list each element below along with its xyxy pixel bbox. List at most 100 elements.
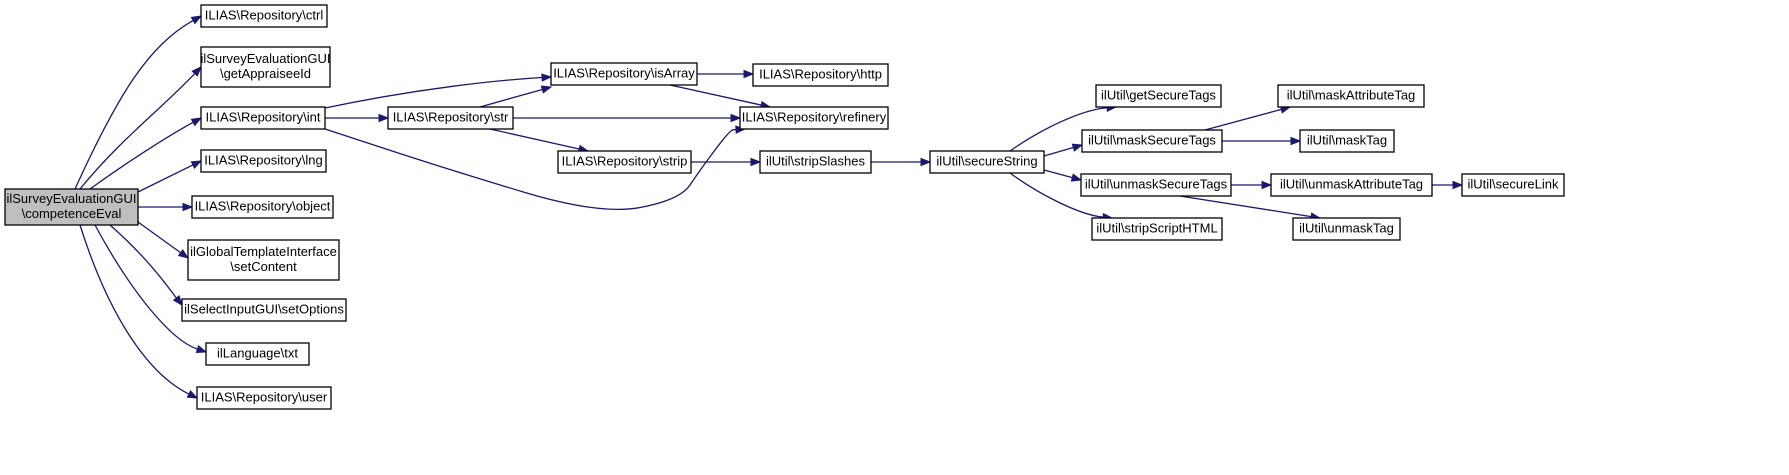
arrowhead-icon — [186, 390, 199, 399]
node-box — [557, 150, 692, 174]
node-box — [550, 62, 698, 86]
arrowhead-icon — [190, 160, 203, 169]
node-secureLink[interactable]: ilUtil\secureLink — [1461, 173, 1565, 197]
node-root[interactable]: ilSurveyEvaluationGUI\competenceEval — [4, 188, 139, 226]
node-box — [752, 63, 889, 87]
node-box — [929, 150, 1045, 174]
node-box — [196, 386, 332, 410]
edge-str-to-isArray — [479, 85, 553, 108]
node-unmaskTag[interactable]: ilUtil\unmaskTag — [1292, 217, 1401, 241]
node-getAppraisee[interactable]: ilSurveyEvaluationGUI\getAppraiseeId — [200, 46, 331, 88]
arrowhead-icon — [191, 66, 202, 77]
edge-stripSlashes-to-secureString — [871, 157, 932, 167]
node-label: ilUtil\unmaskSecureTags — [1085, 177, 1228, 192]
edge-root-to-user — [79, 224, 199, 399]
node-getSecureTags[interactable]: ilUtil\getSecureTags — [1095, 84, 1222, 108]
node-label: ILIAS\Repository\int — [206, 110, 321, 125]
edge-root-to-getAppraisee — [79, 66, 202, 190]
node-unmaskSecureTags[interactable]: ilUtil\unmaskSecureTags — [1080, 173, 1232, 197]
node-box — [1081, 129, 1223, 153]
node-box — [1461, 173, 1565, 197]
edge-isArray-to-refinery — [669, 84, 772, 110]
edge-root-to-ctrl — [74, 15, 203, 190]
node-setOptions[interactable]: ilSelectInputGUI\setOptions — [181, 298, 347, 322]
node-strip[interactable]: ILIAS\Repository\strip — [557, 150, 692, 174]
node-label: ilGlobalTemplateInterface — [190, 244, 337, 259]
edge-unmaskSecureTags-to-unmaskAttributeTag — [1231, 180, 1273, 190]
node-box — [1080, 173, 1232, 197]
arrowhead-icon — [750, 157, 762, 167]
edge-unmaskSecureTags-to-unmaskTag — [1179, 195, 1322, 221]
arrowhead-icon — [182, 202, 194, 212]
node-box — [739, 106, 889, 130]
arrowhead-icon — [1070, 173, 1083, 182]
node-label: ilUtil\maskSecureTags — [1088, 133, 1216, 148]
arrowhead-icon — [743, 69, 755, 79]
node-label: ilUtil\maskTag — [1307, 133, 1387, 148]
arrowhead-icon — [1452, 180, 1464, 190]
node-setContent[interactable]: ilGlobalTemplateInterface\setContent — [187, 239, 340, 281]
arrowhead-icon — [540, 85, 553, 94]
node-box — [759, 150, 872, 174]
arrowhead-icon — [177, 249, 190, 259]
edge-strip-to-stripSlashes — [691, 157, 762, 167]
edge-root-to-setContent — [137, 221, 190, 259]
node-refinery[interactable]: ILIAS\Repository\refinery — [739, 106, 889, 130]
node-stripSlashes[interactable]: ilUtil\stripSlashes — [759, 150, 872, 174]
node-label: \setContent — [230, 259, 297, 274]
node-box — [181, 298, 347, 322]
arrowhead-icon — [1071, 143, 1084, 152]
node-ctrl[interactable]: ILIAS\Repository\ctrl — [200, 4, 328, 28]
nodes-layer: ilSurveyEvaluationGUI\competenceEvalILIA… — [4, 4, 1565, 410]
edge-maskSecureTags-to-maskTag — [1222, 136, 1302, 146]
node-label: ILIAS\Repository\strip — [562, 154, 688, 169]
node-maskTag[interactable]: ilUtil\maskTag — [1299, 129, 1395, 153]
node-maskSecureTags[interactable]: ilUtil\maskSecureTags — [1081, 129, 1223, 153]
node-box — [205, 342, 310, 366]
edge-root-to-setOptions — [109, 224, 183, 307]
edge-root-to-lng — [137, 160, 203, 193]
node-label: \getAppraiseeId — [220, 66, 311, 81]
node-label: ILIAS\Repository\object — [195, 199, 331, 214]
edge-str-to-refinery — [513, 113, 742, 123]
node-unmaskAttributeTag[interactable]: ilUtil\unmaskAttributeTag — [1270, 173, 1433, 197]
node-label: ilUtil\maskAttributeTag — [1287, 88, 1416, 103]
arrowhead-icon — [730, 113, 742, 123]
node-http[interactable]: ILIAS\Repository\http — [752, 63, 889, 87]
edge-isArray-to-http — [697, 69, 755, 79]
node-box — [191, 195, 334, 219]
node-txt[interactable]: ilLanguage\txt — [205, 342, 310, 366]
node-object[interactable]: ILIAS\Repository\object — [191, 195, 334, 219]
node-label: ILIAS\Repository\str — [393, 110, 509, 125]
node-stripScriptHTML[interactable]: ilUtil\stripScriptHTML — [1091, 217, 1223, 241]
node-maskAttributeTag[interactable]: ilUtil\maskAttributeTag — [1277, 84, 1425, 108]
node-label: ilUtil\unmaskAttributeTag — [1280, 177, 1423, 192]
node-box — [1091, 217, 1223, 241]
node-str[interactable]: ILIAS\Repository\str — [387, 106, 514, 130]
edge-secureString-to-unmaskSecureTags — [1043, 169, 1083, 182]
node-box — [200, 106, 326, 130]
node-label: ilSelectInputGUI\setOptions — [184, 302, 344, 317]
node-label: ILIAS\Repository\refinery — [742, 110, 887, 125]
node-label: ILIAS\Repository\user — [201, 390, 328, 405]
node-box — [4, 188, 139, 226]
node-secureString[interactable]: ilUtil\secureString — [929, 150, 1045, 174]
arrowhead-icon — [190, 117, 203, 127]
arrowhead-icon — [1261, 180, 1273, 190]
node-label: ilUtil\stripScriptHTML — [1096, 221, 1217, 236]
node-int[interactable]: ILIAS\Repository\int — [200, 106, 326, 130]
node-box — [1299, 129, 1395, 153]
node-label: ilSurveyEvaluationGUI — [200, 51, 330, 66]
node-label: ilLanguage\txt — [217, 346, 298, 361]
edge-root-to-txt — [94, 224, 208, 354]
arrowhead-icon — [541, 73, 553, 82]
edge-secureString-to-maskSecureTags — [1043, 143, 1084, 157]
arrowhead-icon — [190, 15, 203, 25]
node-box — [200, 4, 328, 28]
node-box — [387, 106, 514, 130]
edge-unmaskAttributeTag-to-secureLink — [1432, 180, 1464, 190]
node-isArray[interactable]: ILIAS\Repository\isArray — [550, 62, 698, 86]
node-label: ilSurveyEvaluationGUI — [6, 191, 136, 206]
node-user[interactable]: ILIAS\Repository\user — [196, 386, 332, 410]
node-lng[interactable]: ILIAS\Repository\lng — [200, 149, 327, 173]
